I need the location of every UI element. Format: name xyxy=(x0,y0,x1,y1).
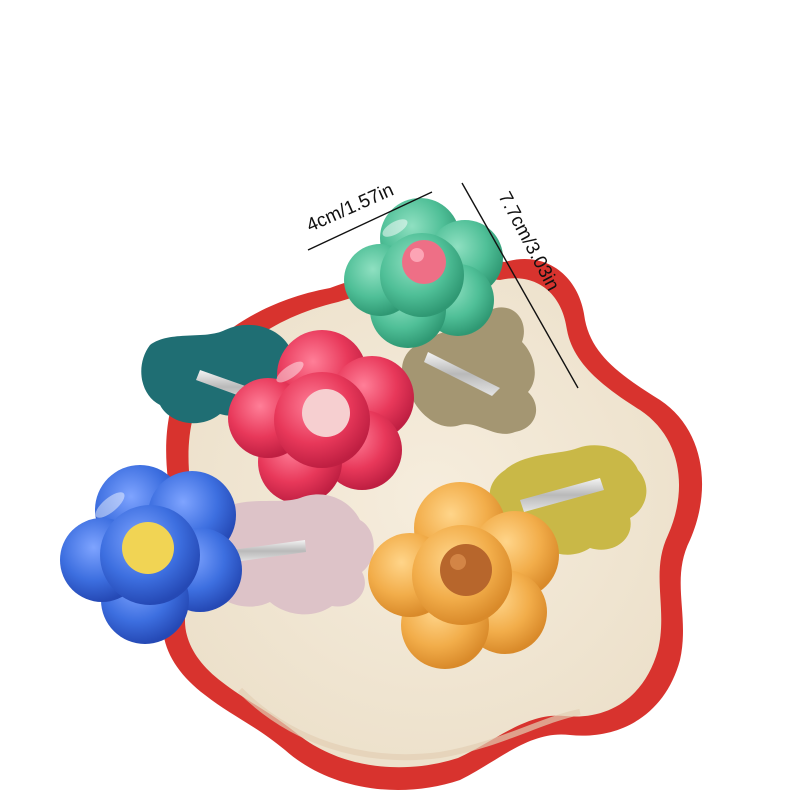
pink-flower xyxy=(228,330,414,504)
teal-flower xyxy=(344,198,503,348)
pink-flower-center xyxy=(302,389,350,437)
teal-flower-center xyxy=(402,240,446,284)
blue-flower-center xyxy=(122,522,174,574)
olive-clip xyxy=(401,307,537,434)
orange-flower xyxy=(368,482,559,669)
orange-flower-center xyxy=(440,544,492,596)
lilac-clip xyxy=(201,494,374,615)
blue-flower xyxy=(60,465,242,644)
tray-inner-shadow xyxy=(237,687,581,761)
